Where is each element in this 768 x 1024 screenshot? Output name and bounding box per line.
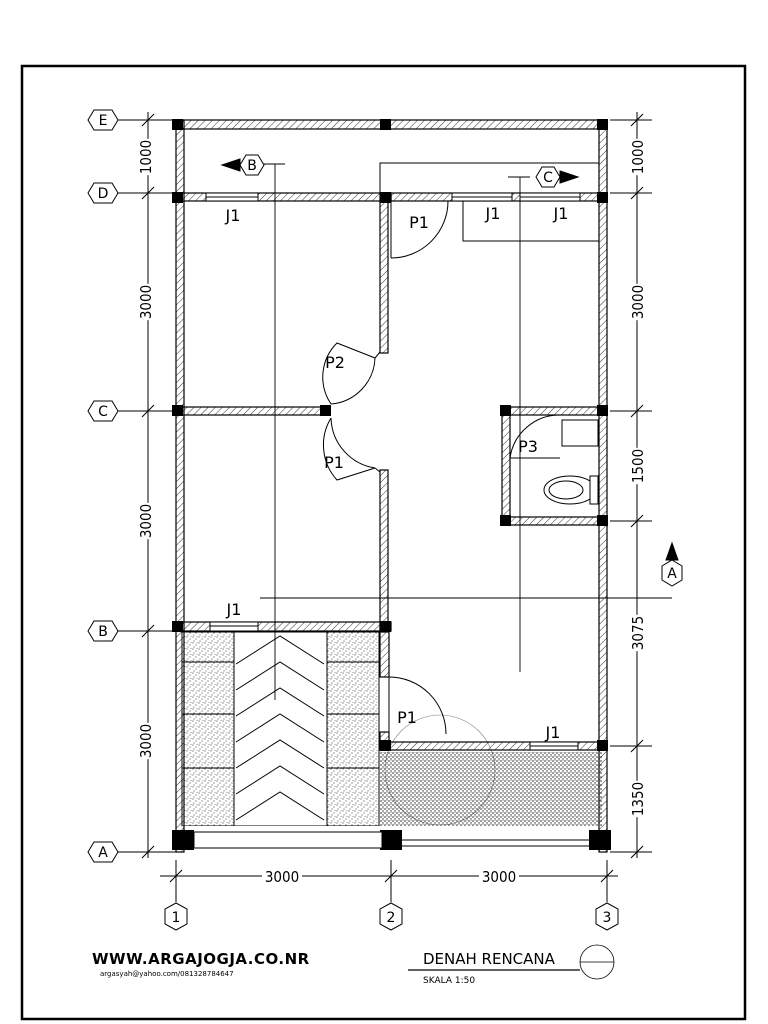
- dim-right-1: 1000: [629, 140, 647, 174]
- dim-right-5: 1350: [629, 782, 647, 816]
- windows: [205, 192, 581, 751]
- garage-floor-tiles: [181, 631, 380, 827]
- drawing-title: DENAH RENCANA: [423, 950, 556, 968]
- bottom-dimension-chain: [160, 860, 618, 902]
- dim-left-3: 3000: [137, 504, 155, 538]
- grid-marker-d: D: [98, 186, 109, 202]
- front-garden-gravel: [380, 752, 602, 832]
- grid-marker-c: C: [98, 404, 108, 420]
- section-label-a: A: [667, 566, 677, 582]
- door-label-p2: P2: [325, 353, 345, 372]
- section-label-c: C: [543, 170, 553, 186]
- window-label-j1-top-right: J1: [553, 204, 569, 223]
- dim-right-2: 3000: [629, 285, 647, 319]
- grid-markers-bottom: [164, 902, 619, 931]
- grid-markers-left: [87, 109, 119, 863]
- window-label-j1-top-left: J1: [225, 206, 241, 225]
- footer-contact: argasyah@yahoo.com/081328784647: [100, 970, 234, 978]
- door-label-p1-bottom: P1: [397, 708, 417, 727]
- doors: [322, 200, 561, 735]
- grid-marker-2: 2: [387, 910, 396, 926]
- dim-right-4: 3075: [629, 616, 647, 650]
- right-dimension-texts: 1000 3000 1500 3075 1350: [629, 138, 647, 818]
- dim-left-4: 3000: [137, 724, 155, 758]
- grid-marker-1: 1: [172, 910, 181, 926]
- section-label-b: B: [247, 158, 257, 174]
- dim-right-3: 1500: [629, 449, 647, 483]
- toilet-fixture: [543, 419, 599, 505]
- door-label-p3: P3: [518, 437, 538, 456]
- top-porch: [379, 162, 600, 194]
- front-boundary: [193, 831, 383, 849]
- drawing-scale: SKALA 1:50: [423, 976, 475, 986]
- door-label-p1-top: P1: [409, 213, 429, 232]
- structural-columns: [172, 119, 611, 850]
- window-label-j1-mid-left: J1: [226, 600, 242, 619]
- dim-bottom-1: 3000: [265, 868, 299, 886]
- grid-marker-e: E: [99, 113, 108, 129]
- window-label-j1-bottom-right: J1: [545, 723, 561, 742]
- window-label-j1-top-mid: J1: [485, 204, 501, 223]
- dim-left-1: 1000: [137, 140, 155, 174]
- section-lines: [260, 163, 672, 700]
- section-marker-a: [661, 541, 683, 587]
- grid-marker-3: 3: [603, 910, 612, 926]
- kitchen-counter: [462, 200, 600, 242]
- right-dimension-chain: [610, 112, 652, 859]
- grid-marker-a: A: [98, 845, 108, 861]
- footer-website: WWW.ARGAJOGJA.CO.NR: [92, 950, 310, 968]
- dim-left-2: 3000: [137, 285, 155, 319]
- sheet-border: [20, 64, 747, 1021]
- section-marker-b: [220, 154, 265, 176]
- garage-chevron-pattern: [233, 632, 328, 826]
- left-dimension-texts: 1000 3000 3000 3000: [137, 138, 155, 760]
- door-label-p1-mid: P1: [324, 453, 344, 472]
- dim-bottom-2: 3000: [482, 868, 516, 886]
- section-marker-c: [535, 166, 580, 188]
- grid-marker-b: B: [98, 624, 108, 640]
